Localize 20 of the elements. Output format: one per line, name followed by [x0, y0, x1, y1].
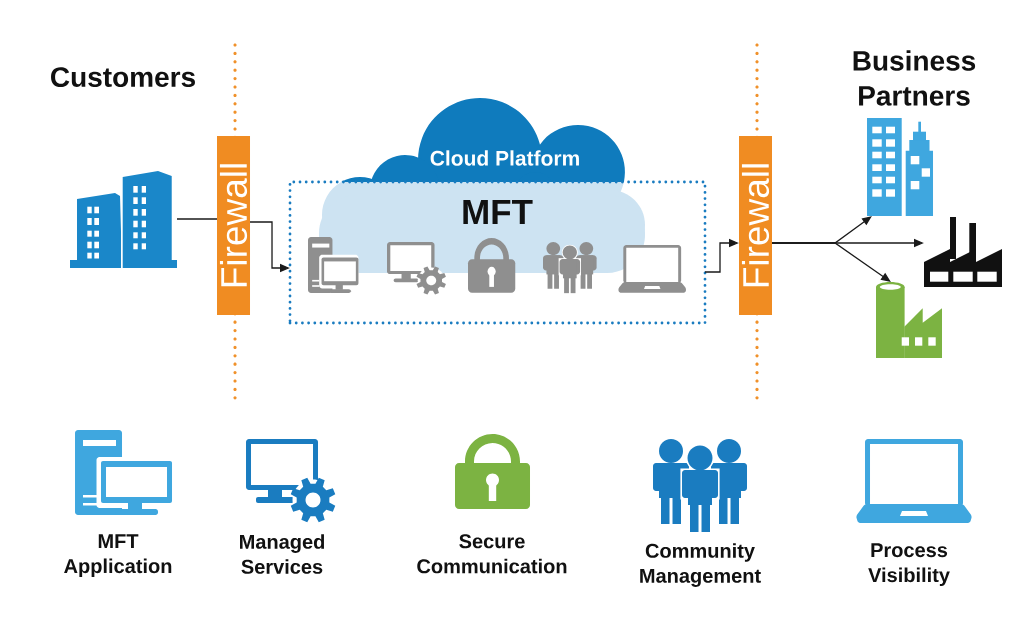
connector-line	[176, 218, 218, 220]
padlock-icon	[455, 434, 530, 509]
heading: Business Partners	[853, 50, 976, 106]
people-icon	[653, 439, 747, 532]
factory	[924, 217, 1002, 287]
group-label: Customers	[51, 67, 195, 87]
monitor-gear-icon	[246, 439, 336, 523]
icon-label: Process Visibility	[868, 543, 950, 587]
firewall-bar: Firewall	[739, 136, 772, 315]
laptop-icon	[856, 439, 972, 523]
computer-icon	[75, 430, 172, 515]
office-buildings	[70, 171, 177, 268]
icon-label: Managed Services	[240, 534, 325, 574]
factory	[876, 282, 942, 358]
icon-label: MFT Application	[64, 534, 172, 578]
icon-label: Secure Communication	[417, 534, 567, 574]
office-towers	[867, 118, 933, 216]
arrow	[771, 242, 891, 282]
firewall-bar: Firewall	[217, 136, 250, 315]
icon-label: Community Management	[640, 543, 761, 587]
